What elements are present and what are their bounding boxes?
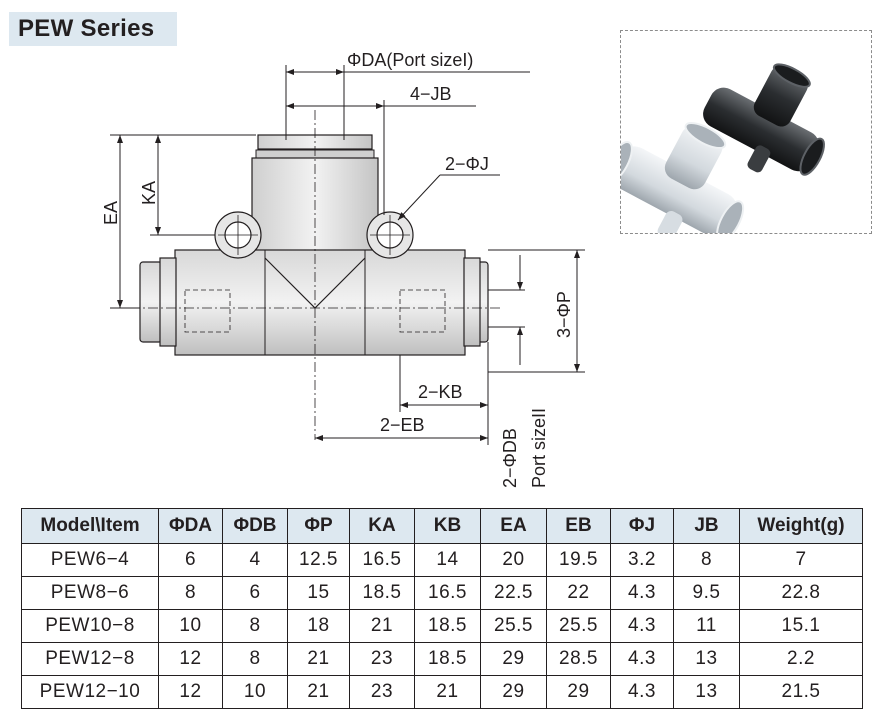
cell-kb: 16.5: [414, 576, 481, 610]
cell-jb: 11: [673, 609, 740, 643]
cell-weight: 15.1: [739, 609, 863, 643]
header-eb: EB: [546, 508, 611, 544]
cell-db: 4: [222, 543, 288, 577]
cell-weight: 22.8: [739, 576, 863, 610]
cell-model: PEW12−10: [21, 675, 159, 709]
header-ka: KA: [349, 508, 415, 544]
cell-ea: 25.5: [480, 609, 547, 643]
cell-p: 15: [287, 576, 350, 610]
header-j: ΦJ: [610, 508, 674, 544]
fitting-body: [139, 249, 489, 356]
cell-p: 12.5: [287, 543, 350, 577]
header-jb: JB: [673, 508, 740, 544]
label-da: ΦDA(Port sizeI): [347, 50, 473, 70]
cell-model: PEW12−8: [21, 642, 159, 676]
mounting-holes: [214, 211, 414, 259]
label-j: 2−ΦJ: [445, 154, 489, 174]
table-row: PEW8−6 8 6 15 18.5 16.5 22.5 22 4.3 9.5 …: [21, 576, 863, 610]
label-ka: KA: [139, 181, 159, 205]
cell-db: 8: [222, 642, 288, 676]
cell-kb: 18.5: [414, 642, 481, 676]
cell-ea: 20: [480, 543, 547, 577]
cell-jb: 13: [673, 675, 740, 709]
cell-ea: 29: [480, 642, 547, 676]
table-row: PEW12−10 12 10 21 23 21 29 29 4.3 13 21.…: [21, 675, 863, 709]
cell-da: 12: [158, 642, 223, 676]
cell-eb: 28.5: [546, 642, 611, 676]
table-row: PEW12−8 12 8 21 23 18.5 29 28.5 4.3 13 2…: [21, 642, 863, 676]
label-ea: EA: [101, 201, 121, 225]
product-photo: [604, 30, 872, 243]
cell-jb: 8: [673, 543, 740, 577]
cell-weight: 21.5: [739, 675, 863, 709]
cell-db: 8: [222, 609, 288, 643]
cell-weight: 7: [739, 543, 863, 577]
cell-db: 6: [222, 576, 288, 610]
cell-model: PEW8−6: [21, 576, 159, 610]
series-title: PEW Series: [9, 12, 177, 46]
product-photo-illustration: [604, 63, 825, 243]
cell-jb: 13: [673, 642, 740, 676]
header-p: ΦP: [287, 508, 350, 544]
cell-ka: 18.5: [349, 576, 415, 610]
cell-da: 10: [158, 609, 223, 643]
cell-ea: 29: [480, 675, 547, 709]
table-row: PEW6−4 6 4 12.5 16.5 14 20 19.5 3.2 8 7: [21, 543, 863, 577]
cell-weight: 2.2: [739, 642, 863, 676]
header-weight: Weight(g): [739, 508, 863, 544]
cell-db: 10: [222, 675, 288, 709]
header-kb: KB: [414, 508, 481, 544]
cell-p: 21: [287, 675, 350, 709]
cell-model: PEW6−4: [21, 543, 159, 577]
cell-eb: 22: [546, 576, 611, 610]
label-port-size-2: Port sizeII: [529, 408, 549, 488]
cell-ka: 16.5: [349, 543, 415, 577]
label-db: 2−ΦDB: [500, 428, 520, 488]
cell-ka: 23: [349, 642, 415, 676]
cell-j: 3.2: [610, 543, 674, 577]
label-kb: 2−KB: [418, 382, 463, 402]
cell-jb: 9.5: [673, 576, 740, 610]
cell-ka: 21: [349, 609, 415, 643]
technical-drawing: ΦDA(Port sizeI) 4−JB 2−ΦJ EA KA 3−ΦP 2−K…: [101, 50, 585, 488]
cell-j: 4.3: [610, 576, 674, 610]
table-row: PEW10−8 10 8 18 21 18.5 25.5 25.5 4.3 11…: [21, 609, 863, 643]
spec-table: Model\Item ΦDA ΦDB ΦP KA KB EA EB ΦJ JB …: [21, 508, 863, 709]
cell-j: 4.3: [610, 675, 674, 709]
cell-kb: 18.5: [414, 609, 481, 643]
cell-j: 4.3: [610, 609, 674, 643]
cell-eb: 29: [546, 675, 611, 709]
header-ea: EA: [480, 508, 547, 544]
label-jb: 4−JB: [410, 84, 452, 104]
cell-ea: 22.5: [480, 576, 547, 610]
cell-kb: 21: [414, 675, 481, 709]
cell-kb: 14: [414, 543, 481, 577]
cell-j: 4.3: [610, 642, 674, 676]
cell-da: 12: [158, 675, 223, 709]
cell-ka: 23: [349, 675, 415, 709]
cell-p: 18: [287, 609, 350, 643]
cell-da: 8: [158, 576, 223, 610]
cell-da: 6: [158, 543, 223, 577]
cell-eb: 25.5: [546, 609, 611, 643]
header-db: ΦDB: [222, 508, 288, 544]
label-p: 3−ΦP: [554, 291, 574, 338]
cell-eb: 19.5: [546, 543, 611, 577]
label-eb: 2−EB: [380, 415, 425, 435]
cell-p: 21: [287, 642, 350, 676]
table-header-row: Model\Item ΦDA ΦDB ΦP KA KB EA EB ΦJ JB …: [21, 508, 863, 544]
cell-model: PEW10−8: [21, 609, 159, 643]
header-model: Model\Item: [21, 508, 159, 544]
header-da: ΦDA: [158, 508, 223, 544]
